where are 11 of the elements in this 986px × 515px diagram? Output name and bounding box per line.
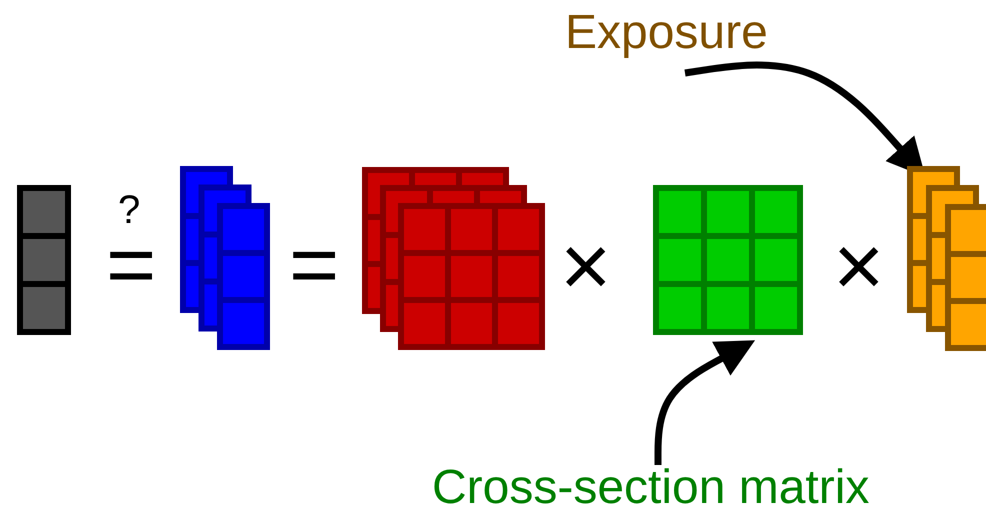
curved-arrow <box>654 340 756 465</box>
multiplication-sign: × <box>833 222 884 310</box>
multiplication-sign: × <box>560 222 612 310</box>
matrix-drawing <box>653 185 803 335</box>
matrix-drawing <box>907 166 986 351</box>
matrix-drawing <box>180 166 270 350</box>
annotation-text: Cross-section matrix <box>432 463 870 513</box>
matrix-drawing <box>362 167 545 350</box>
annotation-text: Exposure <box>565 8 768 58</box>
matrix-drawing <box>17 185 71 335</box>
equals-sign: = <box>289 222 340 308</box>
